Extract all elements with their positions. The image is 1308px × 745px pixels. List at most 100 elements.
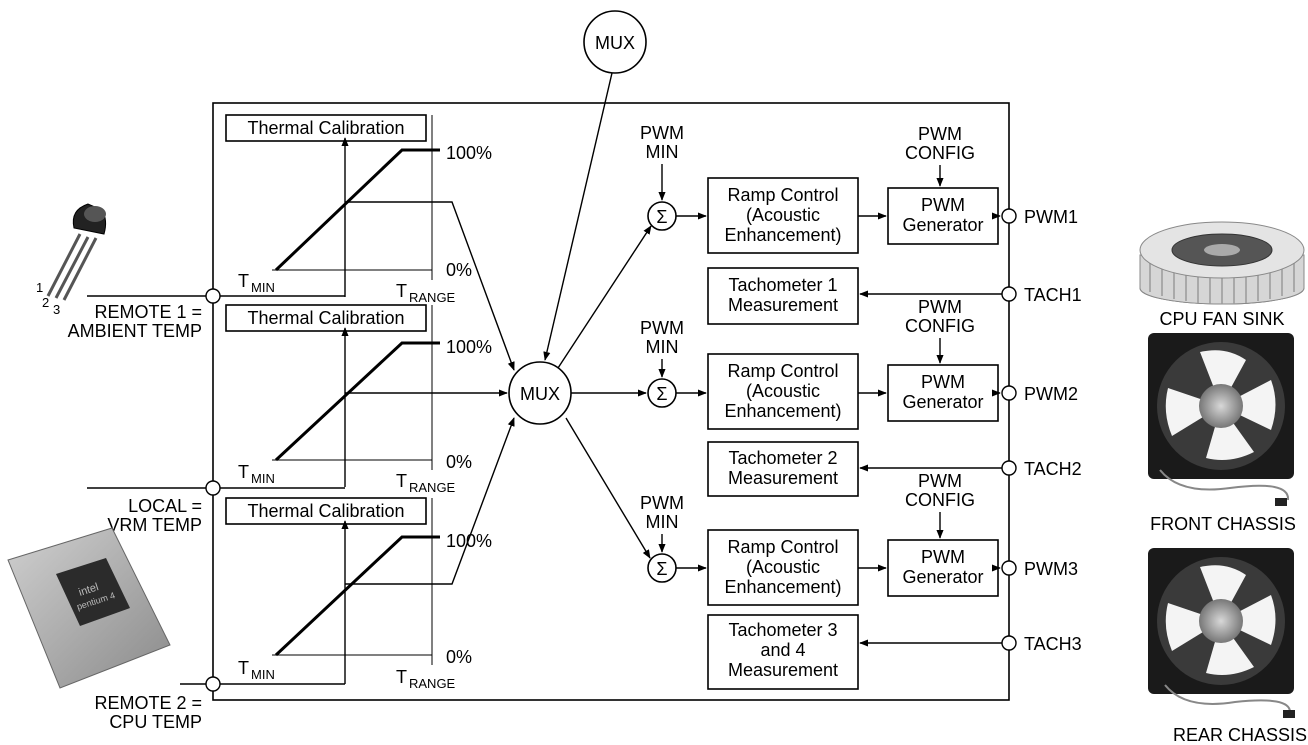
svg-text:PWM: PWM	[918, 124, 962, 144]
pwm-channel-1: PWM MIN Σ Ramp Control (Acoustic Enhance…	[640, 123, 1078, 254]
svg-text:PWM: PWM	[921, 195, 965, 215]
svg-text:and 4: and 4	[760, 640, 805, 660]
pwm-channel-3: PWM MIN Σ Ramp Control (Acoustic Enhance…	[640, 471, 1078, 606]
svg-text:Σ: Σ	[656, 207, 667, 227]
svg-text:Thermal Calibration: Thermal Calibration	[247, 501, 404, 521]
svg-text:T: T	[396, 281, 407, 301]
cpu-chip-icon: intel pentium 4	[7, 527, 171, 689]
svg-text:Ramp Control: Ramp Control	[727, 361, 838, 381]
svg-text:(Acoustic: (Acoustic	[746, 557, 820, 577]
svg-text:PWM3: PWM3	[1024, 559, 1078, 579]
mux-to-sum-1	[557, 225, 652, 369]
svg-text:FRONT CHASSIS: FRONT CHASSIS	[1150, 514, 1296, 534]
input-remote1: REMOTE 1 = AMBIENT TEMP	[68, 288, 345, 341]
svg-text:REAR CHASSIS: REAR CHASSIS	[1173, 725, 1307, 745]
svg-text:Ramp Control: Ramp Control	[727, 185, 838, 205]
svg-text:T: T	[238, 658, 249, 678]
svg-text:0%: 0%	[446, 260, 472, 280]
svg-text:PWM: PWM	[640, 123, 684, 143]
svg-text:PWM: PWM	[640, 318, 684, 338]
svg-text:T: T	[396, 667, 407, 687]
svg-text:PWM: PWM	[640, 493, 684, 513]
svg-text:RANGE: RANGE	[409, 480, 456, 495]
svg-text:intel: intel	[77, 581, 100, 599]
svg-text:PWM: PWM	[921, 547, 965, 567]
svg-text:Σ: Σ	[656, 559, 667, 579]
svg-text:Generator: Generator	[902, 392, 983, 412]
svg-text:1: 1	[36, 280, 43, 295]
input-remote2: REMOTE 2 = CPU TEMP	[94, 676, 345, 732]
svg-text:Measurement: Measurement	[728, 295, 838, 315]
thermal-calibration-2: Thermal Calibration 100% 0% T MIN T RANG…	[225, 304, 508, 495]
svg-text:TACH1: TACH1	[1024, 285, 1082, 305]
svg-text:Generator: Generator	[902, 567, 983, 587]
mux-to-sum-3	[565, 417, 651, 559]
svg-text:Generator: Generator	[902, 215, 983, 235]
svg-text:Tachometer 2: Tachometer 2	[728, 448, 837, 468]
svg-text:REMOTE 2 =: REMOTE 2 =	[94, 693, 202, 713]
svg-text:100%: 100%	[446, 337, 492, 357]
mux-center: MUX	[508, 361, 572, 425]
svg-text:MIN: MIN	[646, 337, 679, 357]
svg-text:MIN: MIN	[251, 667, 275, 682]
svg-text:Thermal Calibration: Thermal Calibration	[247, 308, 404, 328]
svg-text:(Acoustic: (Acoustic	[746, 205, 820, 225]
tach-channel-2: Tachometer 2 Measurement TACH2	[707, 441, 1082, 497]
svg-text:CPU FAN SINK: CPU FAN SINK	[1159, 309, 1284, 329]
svg-text:MIN: MIN	[251, 280, 275, 295]
svg-text:LOCAL =: LOCAL =	[128, 496, 202, 516]
svg-text:AMBIENT TEMP: AMBIENT TEMP	[68, 321, 202, 341]
svg-text:T: T	[238, 271, 249, 291]
svg-text:TACH3: TACH3	[1024, 634, 1082, 654]
svg-text:Σ: Σ	[656, 384, 667, 404]
svg-text:TACH2: TACH2	[1024, 459, 1082, 479]
svg-text:MIN: MIN	[646, 512, 679, 532]
thermal-calibration-1: Thermal Calibration 100% 0% T MIN T RANG…	[225, 114, 515, 371]
svg-text:Measurement: Measurement	[728, 660, 838, 680]
pwm-channel-2: PWM MIN Σ Ramp Control (Acoustic Enhance…	[640, 297, 1078, 430]
mux-top: MUX	[543, 10, 647, 361]
svg-text:Ramp Control: Ramp Control	[727, 537, 838, 557]
svg-text:100%: 100%	[446, 143, 492, 163]
svg-text:PWM1: PWM1	[1024, 207, 1078, 227]
svg-text:CONFIG: CONFIG	[905, 490, 975, 510]
input-local: LOCAL = VRM TEMP	[87, 480, 345, 535]
svg-text:MIN: MIN	[251, 471, 275, 486]
svg-text:VRM TEMP: VRM TEMP	[107, 515, 202, 535]
rear-chassis-fan-icon: REAR CHASSIS	[1148, 548, 1307, 745]
svg-text:PWM: PWM	[918, 297, 962, 317]
svg-text:REMOTE 1 =: REMOTE 1 =	[94, 302, 202, 322]
tach-channel-1: Tachometer 1 Measurement TACH1	[707, 267, 1082, 325]
svg-text:Tachometer 1: Tachometer 1	[728, 275, 837, 295]
svg-text:0%: 0%	[446, 647, 472, 667]
svg-text:0%: 0%	[446, 452, 472, 472]
transistor-sensor-icon: 1 2 3	[36, 203, 107, 317]
svg-text:T: T	[238, 462, 249, 482]
cpu-fan-sink-icon: CPU FAN SINK	[1139, 221, 1305, 329]
svg-text:RANGE: RANGE	[409, 676, 456, 691]
svg-text:PWM: PWM	[921, 372, 965, 392]
svg-text:Enhancement): Enhancement)	[724, 225, 841, 245]
front-chassis-fan-icon: FRONT CHASSIS	[1148, 333, 1296, 534]
svg-text:T: T	[396, 471, 407, 491]
svg-text:100%: 100%	[446, 531, 492, 551]
svg-text:2: 2	[42, 295, 49, 310]
svg-text:Measurement: Measurement	[728, 468, 838, 488]
svg-text:Tachometer 3: Tachometer 3	[728, 620, 837, 640]
svg-text:PWM2: PWM2	[1024, 384, 1078, 404]
svg-text:Thermal Calibration: Thermal Calibration	[247, 118, 404, 138]
svg-text:RANGE: RANGE	[409, 290, 456, 305]
svg-text:MUX: MUX	[520, 384, 560, 404]
svg-text:Enhancement): Enhancement)	[724, 401, 841, 421]
svg-text:MIN: MIN	[646, 142, 679, 162]
svg-text:PWM: PWM	[918, 471, 962, 491]
svg-text:CONFIG: CONFIG	[905, 143, 975, 163]
svg-text:(Acoustic: (Acoustic	[746, 381, 820, 401]
thermal-calibration-3: Thermal Calibration 100% 0% T MIN T RANG…	[225, 417, 515, 691]
svg-text:3: 3	[53, 302, 60, 317]
svg-text:CONFIG: CONFIG	[905, 316, 975, 336]
tach-channel-3: Tachometer 3 and 4 Measurement TACH3	[707, 614, 1082, 690]
svg-text:Enhancement): Enhancement)	[724, 577, 841, 597]
svg-text:MUX: MUX	[595, 33, 635, 53]
